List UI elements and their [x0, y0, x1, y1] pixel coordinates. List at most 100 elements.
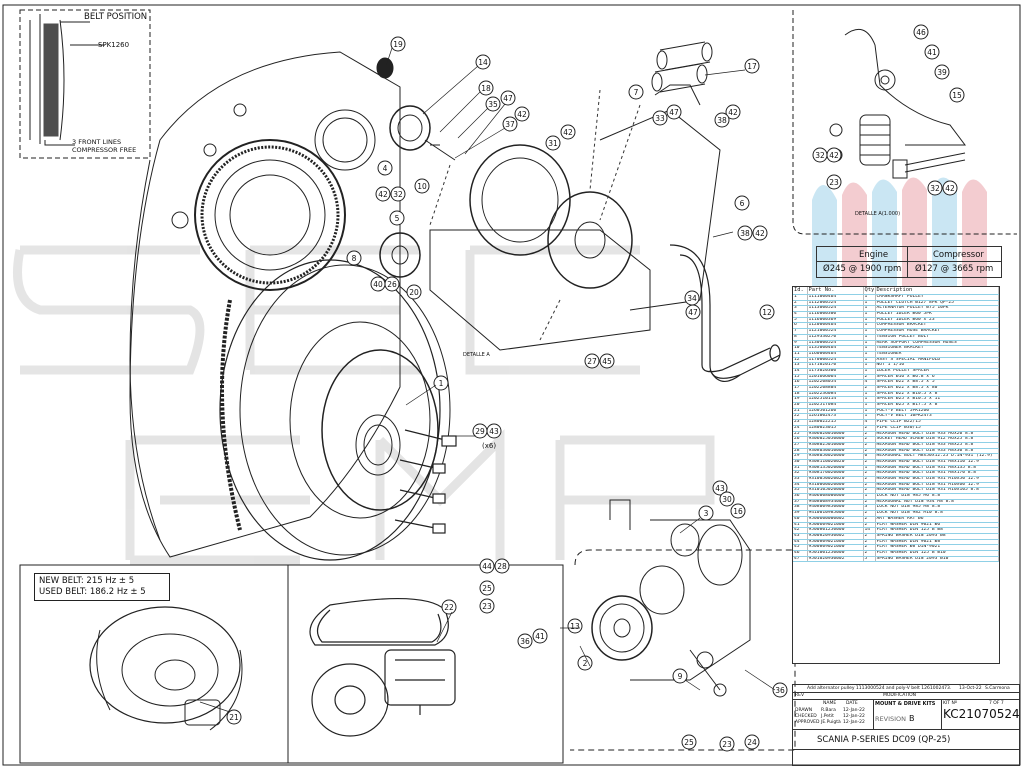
part-description: COMPRESSOR HOSE BRACKET — [875, 328, 999, 335]
part-number: 9308110020020 — [807, 459, 864, 466]
part-number: 9501020930002 — [807, 556, 864, 563]
part-description: TENSION PULLEY BOLT — [875, 334, 999, 341]
belt-position-title: BELT POSITION — [84, 12, 148, 22]
compressor-speed-value: Ø127 @ 3665 rpm — [915, 264, 994, 274]
svg-text:26: 26 — [387, 280, 397, 289]
revision-label: REVISION — [875, 715, 907, 723]
part-qty: 2 — [863, 374, 876, 381]
svg-text:16: 16 — [733, 507, 743, 516]
part-qty: 2 — [863, 436, 876, 443]
part-qty: 1 — [863, 368, 876, 375]
part-id: 37 — [793, 499, 808, 506]
part-number: 9310050020020 — [807, 476, 864, 483]
idler-pulleys-sketch — [376, 57, 456, 278]
part-id: 6 — [793, 322, 808, 330]
svg-text:1: 1 — [439, 379, 444, 388]
part-description: POLY-V BELT 10PK2473 — [875, 413, 999, 421]
part-description: SPRING WASHER DIN 2093 Ø8 — [875, 533, 999, 540]
flywheel-gear-sketch — [194, 139, 346, 291]
part-number: 9308135020000 — [807, 465, 864, 472]
belt-code-label: SPK1260 — [98, 41, 130, 49]
col-id: Id. — [793, 287, 808, 295]
kit-title: MOUNT & DRIVE KITS — [875, 701, 936, 707]
part-qty: 3 — [863, 504, 876, 512]
part-id: 14 — [793, 368, 808, 375]
part-id: 34 — [793, 482, 808, 489]
part-qty: 1 — [863, 311, 876, 318]
part-id: 26 — [793, 436, 808, 443]
svg-text:42: 42 — [563, 128, 573, 137]
part-description: HEXAGON HEAD BOLT DIN 931 M10x50 12.9 — [875, 476, 999, 483]
part-number: 9501001250000 — [807, 550, 864, 557]
part-description: SPRING WASHER DIN 2093 Ø10 — [875, 556, 999, 563]
part-id: 35 — [793, 487, 808, 495]
part-id: 16 — [793, 379, 808, 386]
part-id: 5 — [793, 317, 808, 324]
part-id: 3 — [793, 305, 808, 313]
watermark — [13, 245, 715, 565]
svg-text:32: 32 — [930, 184, 940, 193]
kit-number: KC21070524 — [943, 707, 1020, 721]
part-description: HEXAGON HEAD BOLT DIN 933 M6x20 8.8 — [875, 431, 999, 438]
part-number: 9408008934000 — [807, 499, 864, 506]
part-qty: 1 — [863, 300, 876, 307]
svg-text:2: 2 — [583, 659, 588, 668]
part-qty: 1 — [863, 391, 876, 398]
svg-text:35: 35 — [488, 100, 498, 109]
name-label: NAME — [823, 701, 837, 706]
part-number: 9408009850000 — [807, 504, 864, 512]
part-id: 17 — [793, 385, 808, 392]
part-description: FLAT WASHER DIN 125 B Ø8 — [875, 527, 999, 534]
svg-text:4: 4 — [383, 164, 388, 173]
part-qty: 5 — [863, 556, 876, 563]
part-id: 25 — [793, 431, 808, 438]
svg-text:29: 29 — [475, 427, 485, 436]
kit-number-label: KIT Nº — [943, 701, 957, 706]
part-qty: 2 — [863, 516, 876, 523]
part-id: 4 — [793, 311, 808, 318]
part-number: 1170000524 — [807, 357, 864, 364]
svg-text:36: 36 — [775, 686, 785, 695]
part-number: 1202236084 — [807, 391, 864, 398]
part-id: 43 — [793, 533, 808, 540]
part-number: 1135000464 — [807, 345, 864, 352]
part-description: HEXAGON HEAD BOLT DIN 933 M8x30 8.8 — [875, 448, 999, 455]
part-description: HEXAGON HEAD BOLT DIN 931 M8x170 8.8 — [875, 470, 999, 477]
svg-text:5: 5 — [395, 214, 400, 223]
part-qty: 1 — [863, 317, 876, 324]
part-description: HEXAGON HEAD BOLT DIN 931 M10x105 8.8 — [875, 487, 999, 495]
svg-text:14: 14 — [478, 58, 488, 67]
svg-text:22: 22 — [444, 603, 454, 612]
parts-list-table: Id. Part No. Qty. Description 1111100046… — [792, 286, 1000, 664]
svg-text:43: 43 — [489, 427, 499, 436]
date-label: DATE — [846, 701, 858, 706]
svg-text:23: 23 — [829, 178, 839, 187]
part-description: HEXAGON HEAD BOLT DIN 931 M8x110 12.9 — [875, 459, 999, 466]
svg-text:15: 15 — [952, 91, 962, 100]
part-description: PIPE CLIP Ø30/15 — [875, 425, 999, 432]
part-description: HEXAGONAL NUT DIN 934 M8 8.8 — [875, 499, 999, 506]
part-description: TENSIONER — [875, 351, 999, 358]
detail-bracket-sketch — [829, 28, 966, 179]
engine-speed-value: Ø245 @ 1900 rpm — [823, 264, 902, 274]
drawn-label: DRAWN — [795, 708, 813, 713]
svg-text:8: 8 — [352, 254, 357, 263]
part-balloons: 19 14 18 35 47 37 42 42 31 17 7 47 33 42… — [226, 24, 965, 752]
part-id: 23 — [793, 419, 808, 426]
svg-text:28: 28 — [497, 562, 507, 571]
svg-text:42: 42 — [517, 110, 527, 119]
part-number: 1129330270 — [807, 334, 864, 341]
svg-text:44: 44 — [482, 562, 492, 571]
leader-lines — [199, 47, 776, 713]
